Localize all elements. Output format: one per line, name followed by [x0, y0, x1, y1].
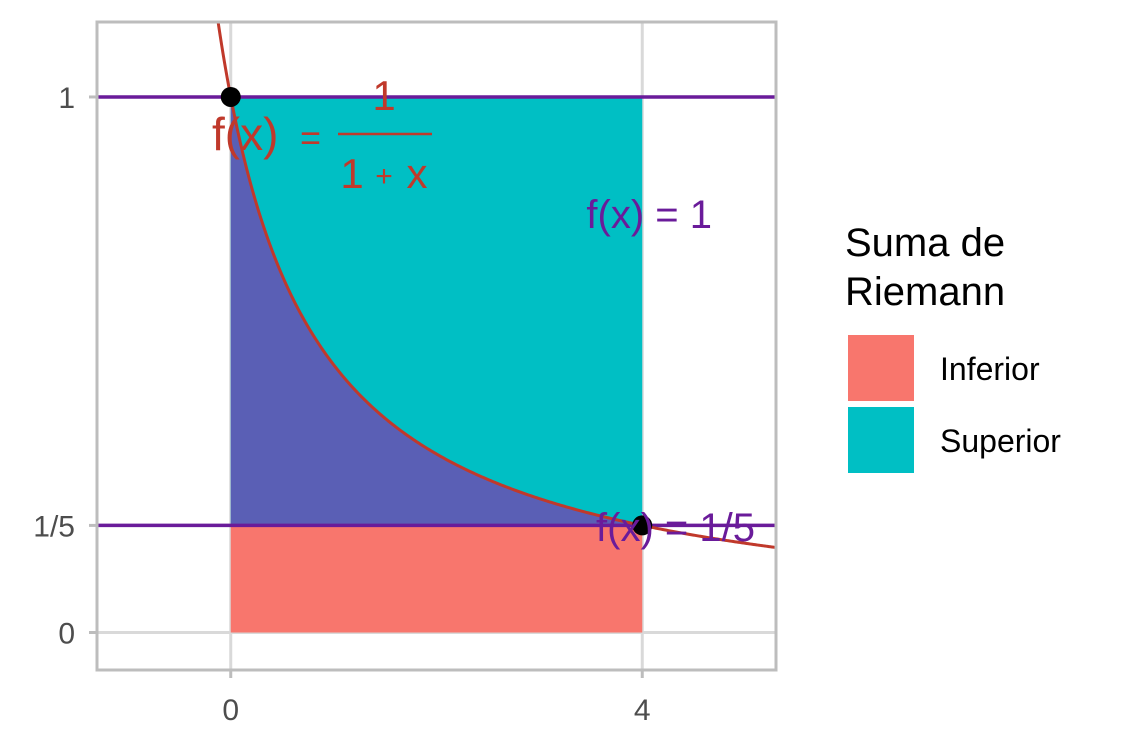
point-1 [632, 515, 653, 536]
under-curve-region [230, 96, 643, 526]
function-formula: f(x) = 11 + x [212, 72, 432, 197]
inferior-region [230, 525, 643, 633]
hline-label-2: f(x) = 1/5 [596, 506, 755, 550]
formula-den-b: x [407, 150, 428, 197]
x-tick-label: 0 [222, 694, 239, 727]
hline-label-1: f(x) = 1 [586, 193, 712, 237]
formula-den-a: 1 [340, 150, 363, 197]
function-curve [216, 22, 776, 549]
legend-title-line1: Suma de [845, 221, 1005, 265]
y-tick-label: 1/5 [33, 510, 75, 543]
formula-lhs: f(x) [212, 108, 278, 160]
formula-den-op: + [375, 160, 393, 193]
legend-title-line2: Riemann [845, 270, 1005, 314]
legend-label-inferior: Inferior [940, 351, 1040, 387]
formula-equals: = [300, 117, 321, 158]
y-tick-label: 0 [58, 618, 75, 651]
panel-content [97, 22, 776, 670]
y-tick-label: 1 [58, 82, 75, 115]
legend-key-inferior [848, 335, 914, 401]
point-0 [220, 86, 241, 107]
x-tick-label: 4 [634, 694, 651, 727]
formula-numerator: 1 [372, 72, 395, 119]
legend-key-superior [848, 407, 914, 473]
legend-label-superior: Superior [940, 423, 1061, 459]
panel-border [95, 20, 778, 672]
